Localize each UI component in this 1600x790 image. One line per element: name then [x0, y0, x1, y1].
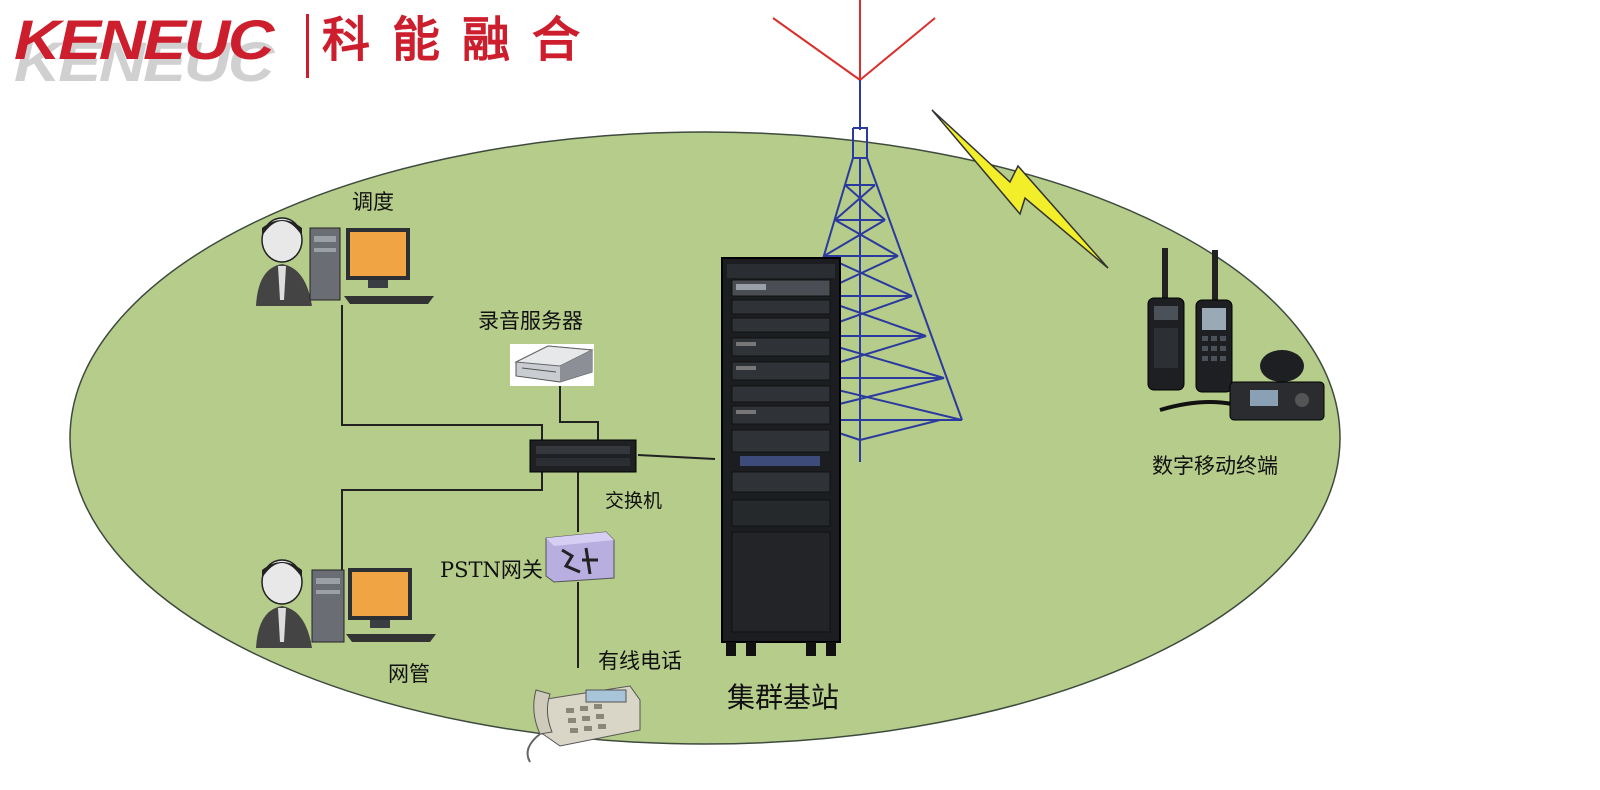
logo-chinese-text: 科能融合 — [322, 12, 603, 68]
mobile-radio-icon — [1159, 350, 1325, 421]
network-links — [341, 305, 716, 668]
label-switch: 交换机 — [605, 490, 663, 512]
label-mobile-terminal: 数字移动终端 — [1152, 454, 1278, 478]
company-logo: KENEUC KENEUC — [14, 10, 274, 92]
coverage-area — [69, 131, 1341, 745]
label-recording-server: 录音服务器 — [478, 309, 583, 333]
wired-phone-icon — [526, 685, 641, 763]
logo-latin-text: KENEUC KENEUC — [14, 8, 274, 93]
switch-icon — [529, 439, 637, 473]
lightning-icon — [931, 109, 1109, 269]
label-pstn-gateway: PSTN网关 — [440, 558, 543, 582]
recording-server-icon — [510, 344, 594, 386]
logo-divider — [306, 14, 309, 78]
label-wired-phone: 有线电话 — [598, 649, 682, 673]
link-switch-basestation — [637, 454, 716, 460]
handheld-radio-right-icon — [1195, 250, 1233, 393]
antenna-icon — [772, 0, 936, 130]
label-dispatch: 调度 — [352, 190, 394, 214]
label-network-mgmt: 网管 — [388, 662, 430, 686]
link-dispatch-switch — [341, 305, 543, 440]
network-mgmt-workstation-icon — [256, 559, 436, 648]
label-base-station: 集群基站 — [727, 681, 840, 714]
pstn-gateway-icon — [545, 531, 615, 583]
base-station-rack-icon — [721, 257, 841, 656]
dispatch-workstation-icon — [256, 217, 434, 306]
handheld-radio-left-icon — [1147, 248, 1185, 391]
link-recorder-switch — [559, 385, 599, 440]
link-netmgmt-switch — [341, 472, 543, 575]
